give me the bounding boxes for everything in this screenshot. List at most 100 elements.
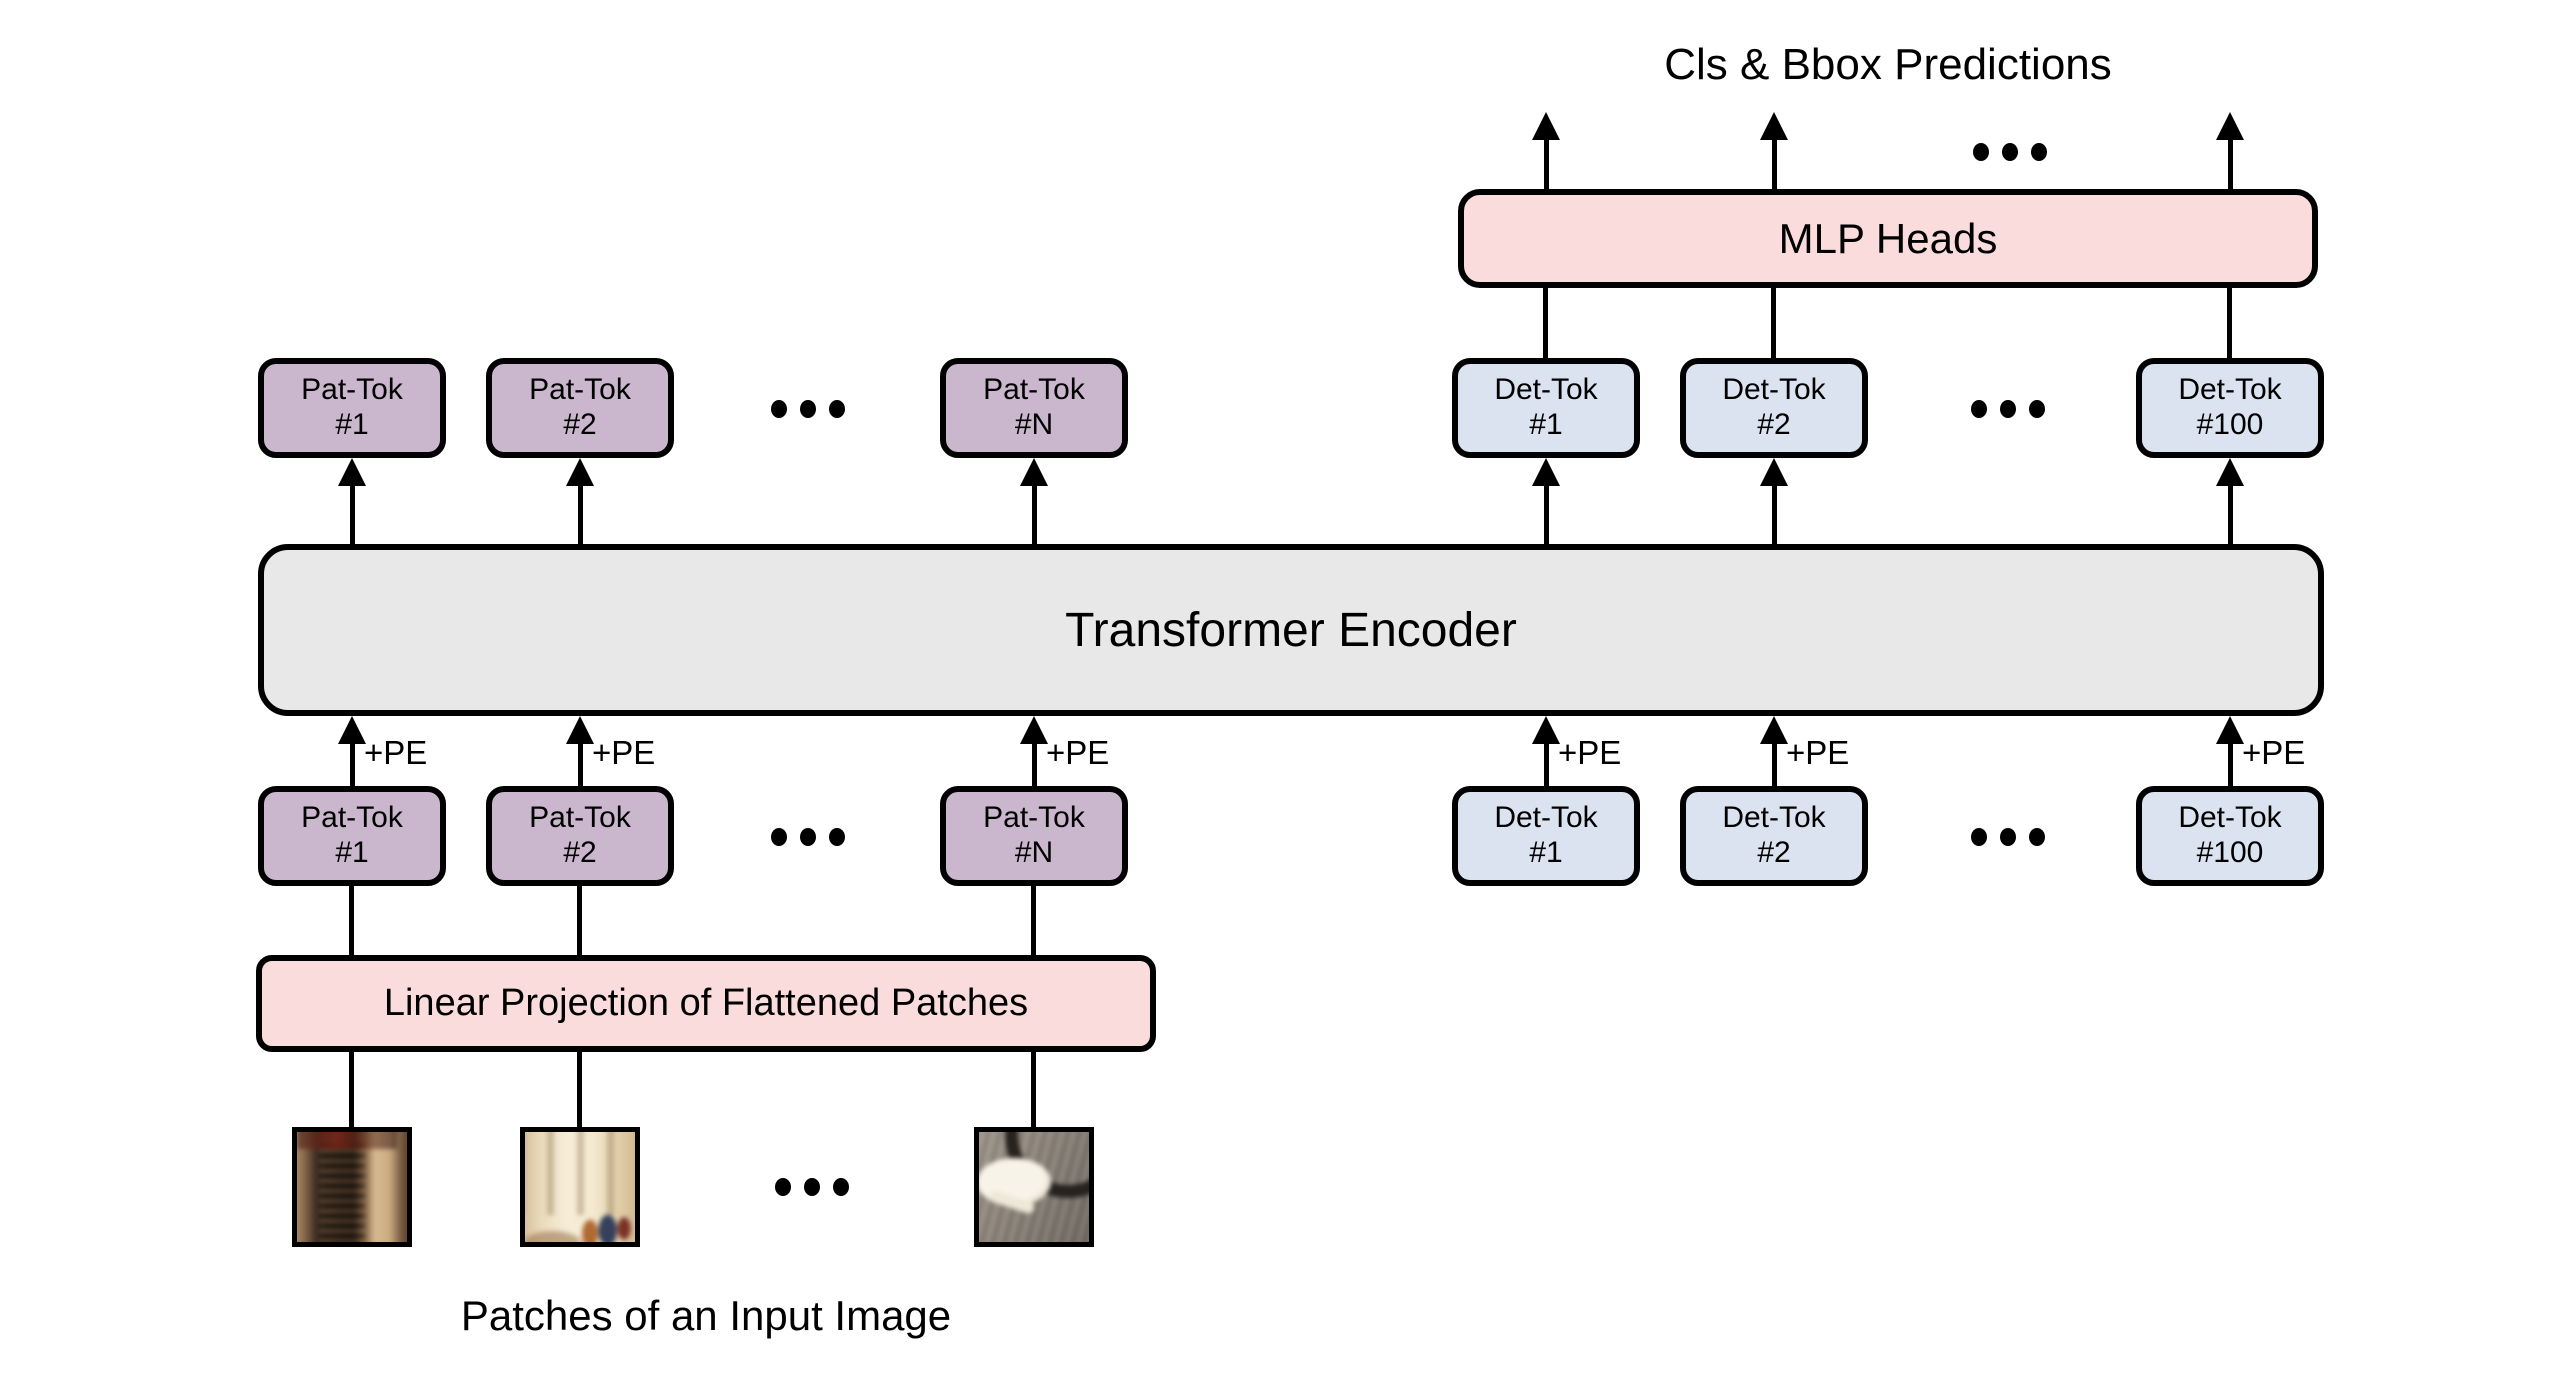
patch-photo bbox=[525, 1132, 635, 1242]
dog-on-pavement-photo-patch bbox=[974, 1127, 1094, 1247]
connector-line bbox=[349, 886, 354, 955]
token-index: #2 bbox=[1757, 836, 1791, 869]
token-name: Det-Tok bbox=[2178, 801, 2282, 835]
arrow-shaft bbox=[2227, 474, 2233, 544]
arrow-shaft bbox=[2227, 732, 2233, 786]
transformer-encoder-box: Transformer Encoder bbox=[258, 544, 2324, 716]
token-name: Det-Tok bbox=[1494, 801, 1598, 835]
token-name: Pat-Tok bbox=[529, 801, 631, 835]
encoder-output-arrow bbox=[2216, 458, 2244, 544]
patch-photo bbox=[979, 1132, 1089, 1242]
connector-line bbox=[1031, 1052, 1036, 1127]
ellipsis-dots-icon bbox=[775, 1178, 849, 1196]
pe-label: +PE bbox=[364, 734, 428, 771]
det-token-100-input: Det-Tok #100 bbox=[2136, 786, 2324, 886]
arrow-shaft bbox=[1543, 128, 1549, 189]
arrow-shaft bbox=[1771, 474, 1777, 544]
prediction-arrow-1 bbox=[1532, 112, 1560, 189]
connector-line bbox=[349, 1052, 354, 1127]
pe-input-arrow bbox=[338, 716, 366, 786]
ellipsis-dots-icon bbox=[1971, 400, 2045, 418]
connector-line bbox=[2227, 288, 2232, 358]
det-token-2-output: Det-Tok #2 bbox=[1680, 358, 1868, 458]
encoder-output-arrow bbox=[566, 458, 594, 544]
encoder-output-arrow bbox=[338, 458, 366, 544]
pat-token-2-input: Pat-Tok #2 bbox=[486, 786, 674, 886]
input-caption: Patches of an Input Image bbox=[460, 1292, 952, 1339]
ellipsis-dots-icon bbox=[1971, 828, 2045, 846]
token-name: Pat-Tok bbox=[529, 373, 631, 407]
det-token-100-output: Det-Tok #100 bbox=[2136, 358, 2324, 458]
ellipsis-dots-icon bbox=[771, 828, 845, 846]
arrow-shaft bbox=[349, 732, 355, 786]
token-index: #100 bbox=[2196, 408, 2264, 441]
token-index: #1 bbox=[1529, 836, 1563, 869]
token-name: Pat-Tok bbox=[301, 373, 403, 407]
diagram-title: Cls & Bbox Predictions bbox=[1664, 40, 2112, 89]
pat-token-2-output: Pat-Tok #2 bbox=[486, 358, 674, 458]
token-index: #2 bbox=[1757, 408, 1791, 441]
token-name: Det-Tok bbox=[2178, 373, 2282, 407]
pe-input-arrow bbox=[566, 716, 594, 786]
token-name: Det-Tok bbox=[1494, 373, 1598, 407]
street-facade-photo-patch bbox=[520, 1127, 640, 1247]
token-index: #1 bbox=[335, 836, 369, 869]
pe-label: +PE bbox=[2242, 734, 2306, 771]
pe-label: +PE bbox=[592, 734, 656, 771]
det-token-2-input: Det-Tok #2 bbox=[1680, 786, 1868, 886]
pe-label: +PE bbox=[1046, 734, 1110, 771]
det-token-1-input: Det-Tok #1 bbox=[1452, 786, 1640, 886]
encoder-output-arrow bbox=[1760, 458, 1788, 544]
arrow-shaft bbox=[1543, 732, 1549, 786]
token-name: Pat-Tok bbox=[983, 801, 1085, 835]
token-index: #2 bbox=[563, 408, 597, 441]
pe-input-arrow bbox=[2216, 716, 2244, 786]
mlp-heads-box: MLP Heads bbox=[1458, 189, 2318, 288]
linear-projection-label: Linear Projection of Flattened Patches bbox=[383, 982, 1029, 1024]
prediction-arrow-2 bbox=[1760, 112, 1788, 189]
arrow-shaft bbox=[1031, 474, 1037, 544]
connector-line bbox=[1543, 288, 1548, 358]
arrow-shaft bbox=[577, 474, 583, 544]
det-token-1-output: Det-Tok #1 bbox=[1452, 358, 1640, 458]
encoder-output-arrow bbox=[1532, 458, 1560, 544]
connector-line bbox=[577, 886, 582, 955]
encoder-output-arrow bbox=[1020, 458, 1048, 544]
pat-token-n-output: Pat-Tok #N bbox=[940, 358, 1128, 458]
token-name: Pat-Tok bbox=[301, 801, 403, 835]
token-index: #100 bbox=[2196, 836, 2264, 869]
token-index: #1 bbox=[335, 408, 369, 441]
prediction-arrow-3 bbox=[2216, 112, 2244, 189]
mlp-heads-label: MLP Heads bbox=[1778, 214, 1998, 262]
linear-projection-box: Linear Projection of Flattened Patches bbox=[256, 955, 1156, 1052]
pe-input-arrow bbox=[1020, 716, 1048, 786]
pat-token-1-output: Pat-Tok #1 bbox=[258, 358, 446, 458]
arrow-shaft bbox=[1771, 732, 1777, 786]
arrow-shaft bbox=[1543, 474, 1549, 544]
arrow-shaft bbox=[2227, 128, 2233, 189]
pe-label: +PE bbox=[1786, 734, 1850, 771]
arrow-shaft bbox=[1031, 732, 1037, 786]
arrow-shaft bbox=[577, 732, 583, 786]
token-name: Pat-Tok bbox=[983, 373, 1085, 407]
pat-token-1-input: Pat-Tok #1 bbox=[258, 786, 446, 886]
transformer-encoder-label: Transformer Encoder bbox=[1065, 603, 1517, 657]
patch-photo bbox=[297, 1132, 407, 1242]
pe-input-arrow bbox=[1760, 716, 1788, 786]
ellipsis-dots-icon bbox=[1973, 143, 2047, 161]
doorway-photo-patch bbox=[292, 1127, 412, 1247]
connector-line bbox=[1771, 288, 1776, 358]
token-name: Det-Tok bbox=[1722, 801, 1826, 835]
pe-label: +PE bbox=[1558, 734, 1622, 771]
arrow-shaft bbox=[349, 474, 355, 544]
ellipsis-dots-icon bbox=[771, 400, 845, 418]
pat-token-n-input: Pat-Tok #N bbox=[940, 786, 1128, 886]
token-index: #N bbox=[1014, 836, 1054, 869]
pe-input-arrow bbox=[1532, 716, 1560, 786]
connector-line bbox=[1031, 886, 1036, 955]
token-index: #N bbox=[1014, 408, 1054, 441]
token-index: #2 bbox=[563, 836, 597, 869]
token-name: Det-Tok bbox=[1722, 373, 1826, 407]
connector-line bbox=[577, 1052, 582, 1127]
